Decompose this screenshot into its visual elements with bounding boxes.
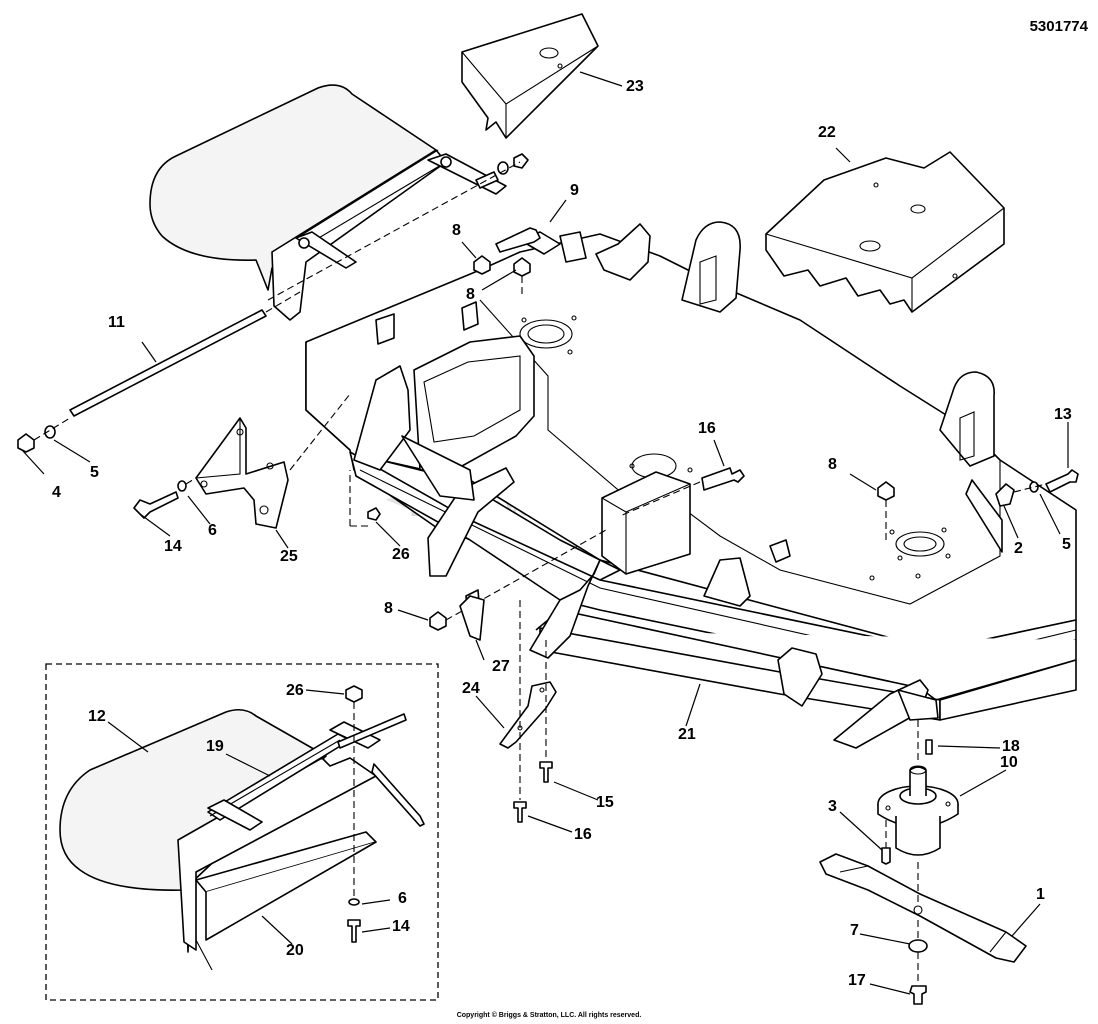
part-16-bolt-top (701, 467, 745, 491)
part-22-belt-cover (765, 151, 1005, 313)
part-8-nut-lower (429, 611, 447, 631)
part-19-deflector-rod (207, 713, 425, 831)
callout-12: 12 (88, 708, 106, 725)
inset-box (45, 663, 439, 1001)
callout-11: 11 (108, 314, 125, 331)
part-8-nut-top-left (473, 255, 491, 275)
callout-27: 27 (492, 658, 510, 675)
callout-10: 10 (1000, 754, 1018, 771)
callout-14-inset: 14 (392, 918, 410, 935)
part-14-bolt-inset (347, 919, 361, 943)
part-10-spindle (877, 765, 959, 856)
part-18-pin (925, 739, 933, 755)
callout-8-top: 8 (466, 286, 475, 303)
part-7-washer (908, 939, 928, 953)
part-6-washer-inset (348, 898, 360, 906)
part-27-bracket (459, 595, 485, 641)
part-20-baffle (195, 831, 377, 971)
callout-7: 7 (850, 922, 859, 939)
part-15-bolt (539, 761, 553, 783)
part-6-washer-left (177, 480, 187, 492)
part-1-blade (819, 853, 1027, 963)
part-23-bracket (461, 13, 599, 139)
part-2-clip (995, 483, 1015, 507)
chute-hardware (267, 153, 529, 301)
callout-21: 21 (678, 726, 696, 743)
part-26-nut-left (367, 507, 381, 521)
callout-8-right: 8 (828, 456, 837, 473)
callout-15: 15 (596, 794, 614, 811)
part-8-nut-right (877, 481, 895, 501)
part-13-bolt (1045, 469, 1079, 493)
callout-16-bottom: 16 (574, 826, 592, 843)
part-16-bolt-bottom (513, 801, 527, 823)
part-25-side-bracket (195, 417, 289, 529)
part-26-nut-inset (345, 685, 363, 703)
part-8-nut-top-right (513, 257, 531, 277)
callout-6-inset: 6 (398, 890, 407, 907)
callout-22: 22 (818, 124, 836, 141)
callout-6-left: 6 (208, 522, 217, 539)
part-11-rod (69, 291, 301, 417)
callout-26-inset: 26 (286, 682, 304, 699)
part-5-washer-left (44, 425, 56, 439)
part-4-nut (17, 433, 35, 453)
discharge-chute-top (149, 84, 507, 321)
callout-19: 19 (206, 738, 224, 755)
part-9-bolt (495, 227, 541, 253)
callout-17: 17 (848, 972, 866, 989)
part-17-bolt (909, 985, 927, 1005)
callout-9: 9 (570, 182, 579, 199)
callout-8-lower: 8 (384, 600, 393, 617)
callout-25: 25 (280, 548, 298, 565)
part-3-bolt (881, 847, 891, 865)
leader-lines (21, 71, 1069, 995)
part-21-deck-housing (305, 221, 1077, 749)
callout-16-top: 16 (698, 420, 716, 437)
part-24-spacer (499, 681, 557, 749)
callout-18: 18 (1002, 738, 1020, 755)
callout-5-left: 5 (90, 464, 99, 481)
callout-3: 3 (828, 798, 837, 815)
callout-14-left: 14 (164, 538, 182, 555)
callout-23: 23 (626, 78, 644, 95)
callout-4: 4 (52, 484, 61, 501)
callout-1: 1 (1036, 886, 1045, 903)
callout-20: 20 (286, 942, 304, 959)
callout-2: 2 (1014, 540, 1023, 557)
document-number: 5301774 (1029, 18, 1088, 35)
callout-24: 24 (462, 680, 480, 697)
callout-8-top-left: 8 (452, 222, 461, 239)
callout-13: 13 (1054, 406, 1072, 423)
copyright-notice: Copyright © Briggs & Stratton, LLC. All … (456, 1012, 642, 1019)
part-5-washer-right (1029, 481, 1039, 493)
callout-26-left: 26 (392, 546, 410, 563)
callout-5-right: 5 (1062, 536, 1071, 553)
